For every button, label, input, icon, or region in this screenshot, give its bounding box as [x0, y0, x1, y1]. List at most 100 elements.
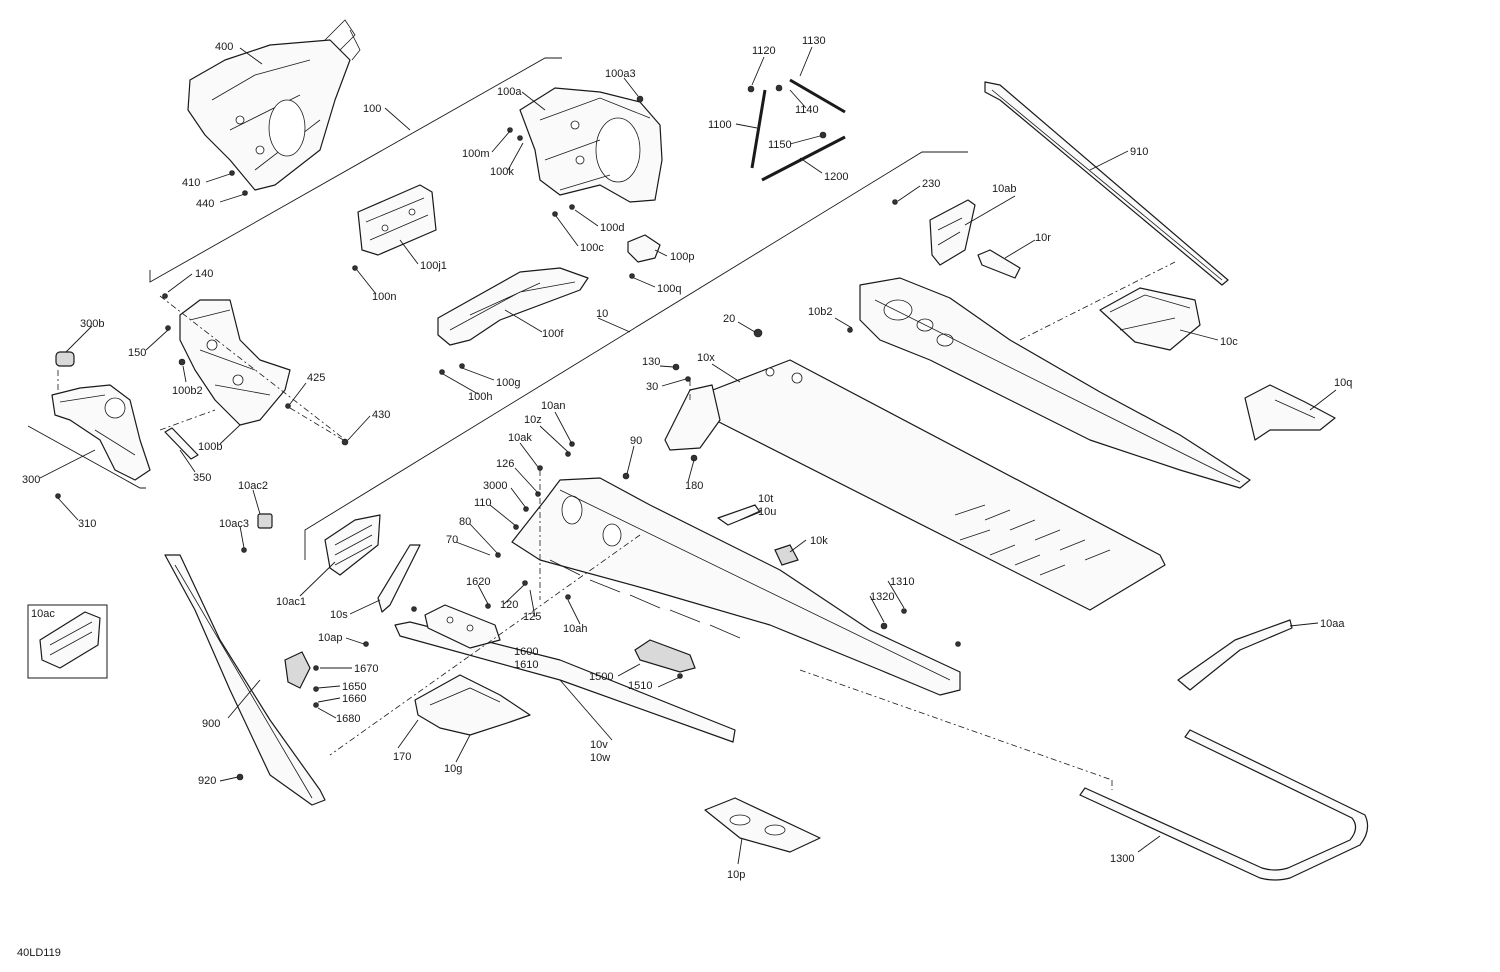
label-910: 910 [1130, 146, 1148, 158]
label-150: 150 [128, 347, 146, 359]
label-100k: 100k [490, 166, 514, 178]
part-400-front-cradle[interactable] [187, 19, 361, 191]
label-70: 70 [446, 534, 458, 546]
part-10q-plate[interactable] [1244, 384, 1336, 441]
label-230: 230 [922, 178, 940, 190]
part-900-rail[interactable] [164, 554, 326, 806]
label-100g: 100g [496, 377, 520, 389]
fasteners [55, 127, 961, 781]
label-1500: 1500 [589, 671, 613, 683]
part-10ac1-vent-mesh[interactable] [324, 514, 381, 576]
label-1620: 1620 [466, 576, 490, 588]
label-100n: 100n [372, 291, 396, 303]
part-910-rail[interactable] [984, 81, 1229, 286]
callout-labels: 400 100 410 440 100a 100a3 100m 100k 100… [22, 35, 1352, 881]
part-10c-support[interactable] [1099, 287, 1201, 351]
part-100a-frame[interactable] [519, 87, 663, 203]
label-90: 90 [630, 435, 642, 447]
label-10ap: 10ap [318, 632, 342, 644]
part-1670-bracket[interactable] [284, 651, 311, 689]
label-10z: 10z [524, 414, 542, 426]
label-1100: 1100 [708, 119, 732, 131]
grouping-lines [27, 57, 968, 560]
leader-lines [39, 46, 1337, 865]
label-440: 440 [196, 198, 214, 210]
part-10-tunnel-side[interactable] [511, 477, 961, 696]
label-1610: 1610 [514, 659, 538, 671]
part-10b2-tunnel-side[interactable] [859, 277, 1251, 489]
label-140: 140 [195, 268, 213, 280]
part-100p-cover[interactable] [627, 234, 661, 263]
label-1310: 1310 [890, 576, 914, 588]
part-300-left-bracket[interactable] [51, 384, 151, 481]
part-rods-1100-1200[interactable] [747, 78, 846, 182]
label-10u: 10u [758, 506, 776, 518]
label-100m: 100m [462, 148, 490, 160]
label-100b: 100b [198, 441, 222, 453]
label-100a: 100a [497, 86, 522, 98]
label-410: 410 [182, 177, 200, 189]
label-100b2: 100b2 [172, 385, 203, 397]
part-350-tube[interactable] [164, 427, 199, 460]
part-10x-front-cap[interactable] [664, 384, 721, 451]
part-10t-bracket[interactable] [717, 504, 761, 526]
label-130: 130 [642, 356, 660, 368]
part-100f-brace[interactable] [437, 267, 589, 346]
label-10q: 10q [1334, 377, 1352, 389]
diagram-reference-code: 40LD119 [17, 947, 61, 959]
label-10x: 10x [697, 352, 715, 364]
label-10ac2: 10ac2 [238, 480, 268, 492]
label-350: 350 [193, 472, 211, 484]
label-1300: 1300 [1110, 853, 1134, 865]
label-430: 430 [372, 409, 390, 421]
label-900: 900 [202, 718, 220, 730]
inset-10ac[interactable] [27, 604, 108, 679]
label-10w: 10w [590, 752, 610, 764]
alignment-lines [57, 261, 1176, 790]
label-100: 100 [363, 103, 381, 115]
label-100p: 100p [670, 251, 694, 263]
label-1670: 1670 [354, 663, 378, 675]
label-1660: 1660 [342, 693, 366, 705]
label-10v: 10v [590, 739, 608, 751]
label-10an: 10an [541, 400, 565, 412]
part-100b-left-frame[interactable] [179, 299, 291, 426]
label-100h: 100h [468, 391, 492, 403]
label-1320: 1320 [870, 591, 894, 603]
part-10g-plate[interactable] [414, 674, 531, 736]
label-1650: 1650 [342, 681, 366, 693]
label-10r: 10r [1035, 232, 1051, 244]
part-10p-bracket[interactable] [704, 797, 821, 853]
part-10r-bracket[interactable] [977, 249, 1021, 279]
label-920: 920 [198, 775, 216, 787]
label-1600: 1600 [514, 646, 538, 658]
part-10k-bracket[interactable] [774, 544, 799, 566]
label-425: 425 [307, 372, 325, 384]
label-10b2: 10b2 [808, 306, 832, 318]
label-120: 120 [500, 599, 518, 611]
part-300b-rubber-mount[interactable] [55, 351, 75, 367]
label-100q: 100q [657, 283, 681, 295]
part-10aa-bracket[interactable] [1177, 619, 1293, 691]
part-10ac2-clip[interactable] [257, 513, 273, 529]
label-10ak: 10ak [508, 432, 532, 444]
part-1600-plate[interactable] [424, 604, 501, 649]
label-1130: 1130 [802, 35, 826, 47]
label-310: 310 [78, 518, 96, 530]
part-1300-bumper[interactable] [1079, 729, 1369, 881]
part-100j1-plate[interactable] [357, 184, 437, 256]
label-1120: 1120 [752, 45, 776, 57]
label-1200: 1200 [824, 171, 848, 183]
label-126: 126 [496, 458, 514, 470]
label-10ab: 10ab [992, 183, 1016, 195]
part-10ab-bracket[interactable] [929, 199, 976, 266]
label-30: 30 [646, 381, 658, 393]
part-10s-bracket[interactable] [377, 544, 421, 613]
label-10aa: 10aa [1320, 618, 1345, 630]
label-300b: 300b [80, 318, 104, 330]
label-10p: 10p [727, 869, 745, 881]
part-1500-step[interactable] [634, 639, 696, 673]
label-1510: 1510 [628, 680, 652, 692]
label-100f: 100f [542, 328, 564, 340]
label-170: 170 [393, 751, 411, 763]
